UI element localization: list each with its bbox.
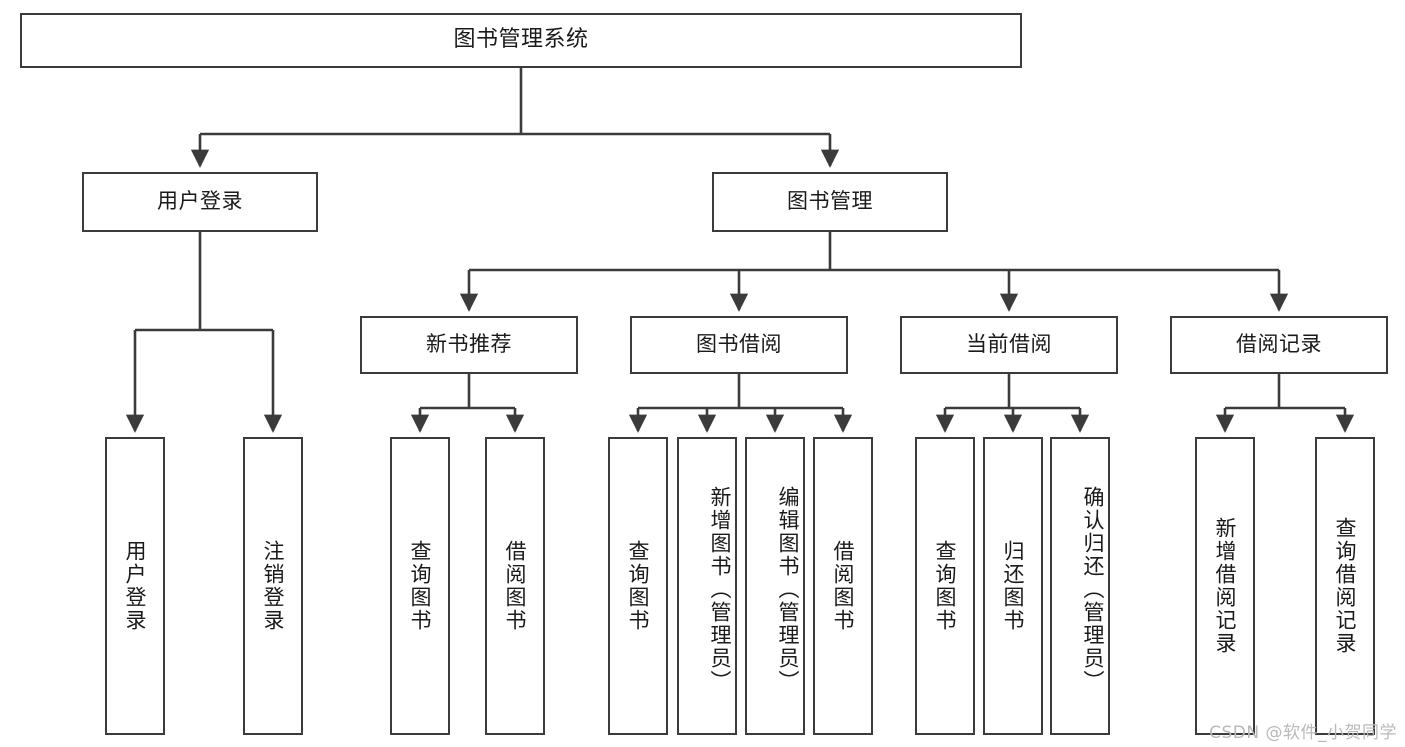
leaf-book-borrow-add-book-admin[interactable]: 新增图书（管理员）: [677, 437, 737, 735]
leaf-current-borrow-return-books[interactable]: 归还图书: [983, 437, 1043, 735]
node-label: 借阅图书: [831, 540, 855, 632]
node-label: 新增借阅记录: [1213, 517, 1237, 655]
node-label: 确认归还（管理员）: [1081, 485, 1105, 693]
node-label: 查询图书: [933, 540, 957, 632]
node-book-borrow[interactable]: 图书借阅: [630, 316, 848, 374]
node-label: 编辑图书（管理员）: [776, 485, 800, 693]
node-root-book-management-system[interactable]: 图书管理系统: [20, 13, 1022, 68]
leaf-user-login-logout[interactable]: 注销登录: [243, 437, 303, 735]
leaf-new-book-borrow-books[interactable]: 借阅图书: [485, 437, 545, 735]
leaf-book-borrow-borrow-books[interactable]: 借阅图书: [813, 437, 873, 735]
node-label: 图书借阅: [696, 332, 782, 357]
leaf-book-borrow-edit-book-admin[interactable]: 编辑图书（管理员）: [745, 437, 805, 735]
leaf-user-login-login[interactable]: 用户登录: [105, 437, 165, 735]
node-current-borrow[interactable]: 当前借阅: [900, 316, 1118, 374]
node-book-management[interactable]: 图书管理: [712, 172, 948, 232]
leaf-current-borrow-confirm-return-admin[interactable]: 确认归还（管理员）: [1050, 437, 1110, 735]
node-label: 查询借阅记录: [1333, 517, 1357, 655]
node-label: 用户登录: [123, 540, 147, 632]
node-label: 归还图书: [1001, 540, 1025, 632]
node-label: 新增图书（管理员）: [708, 485, 732, 693]
node-label: 当前借阅: [966, 332, 1052, 357]
node-user-login[interactable]: 用户登录: [82, 172, 318, 232]
node-label: 借阅图书: [503, 540, 527, 632]
watermark-text: CSDN @软件_小贺同学: [1209, 723, 1397, 743]
leaf-current-borrow-query-books[interactable]: 查询图书: [915, 437, 975, 735]
node-label: 新书推荐: [426, 332, 512, 357]
node-label: 用户登录: [157, 189, 243, 214]
leaf-borrow-record-query-record[interactable]: 查询借阅记录: [1315, 437, 1375, 735]
node-label: 查询图书: [408, 540, 432, 632]
node-new-book-recommend[interactable]: 新书推荐: [360, 316, 578, 374]
leaf-book-borrow-query-books[interactable]: 查询图书: [608, 437, 668, 735]
node-label: 注销登录: [261, 540, 285, 632]
node-label: 图书管理系统: [453, 27, 589, 53]
node-label: 借阅记录: [1236, 332, 1322, 357]
node-borrow-record[interactable]: 借阅记录: [1170, 316, 1388, 374]
leaf-borrow-record-add-record[interactable]: 新增借阅记录: [1195, 437, 1255, 735]
node-label: 查询图书: [626, 540, 650, 632]
leaf-new-book-query-books[interactable]: 查询图书: [390, 437, 450, 735]
node-label: 图书管理: [787, 189, 873, 214]
